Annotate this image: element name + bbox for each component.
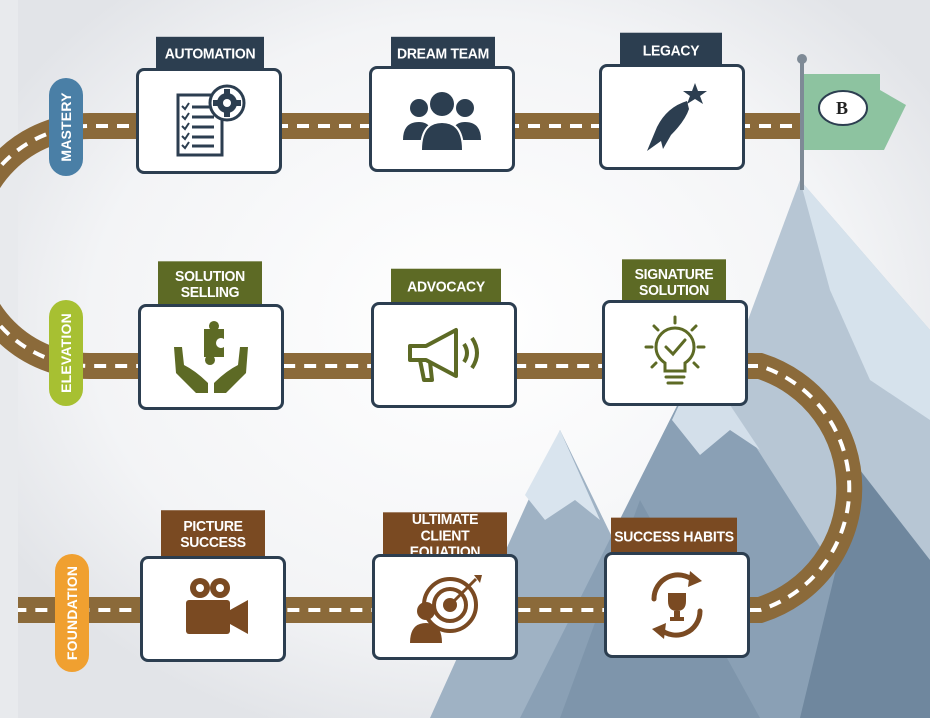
step-tab-solution-selling: SOLUTION SELLING <box>158 261 262 307</box>
step-label: LEGACY <box>642 40 700 59</box>
step-tab-signature-solution: SIGNATURE SOLUTION <box>622 259 726 305</box>
step-tab-dream-team: DREAM TEAM <box>391 36 495 70</box>
level-label: FOUNDATION <box>64 565 80 661</box>
step-tab-advocacy: ADVOCACY <box>391 268 501 304</box>
step-tab-picture-success: PICTURE SUCCESS <box>161 510 265 558</box>
step-tab-ultimate-client-equation: ULTIMATE CLIENT EQUATION <box>383 509 507 560</box>
checklist-gear-icon <box>164 81 254 161</box>
level-label: ELEVATION <box>58 313 74 393</box>
lightbulb-icon <box>630 313 720 393</box>
flag-letter: B <box>835 98 848 118</box>
step-card-dream-team <box>369 66 515 172</box>
step-label: AUTOMATION <box>164 43 256 62</box>
step-card-advocacy <box>371 302 517 408</box>
video-camera-icon <box>168 574 258 644</box>
step-label: SOLUTION SELLING <box>175 266 245 301</box>
team-icon <box>397 84 487 154</box>
step-card-automation <box>136 68 282 174</box>
level-label: MASTERY <box>58 92 74 162</box>
level-pill-mastery: MASTERY <box>49 78 83 176</box>
step-card-legacy <box>599 64 745 170</box>
step-label: SIGNATURE SOLUTION <box>634 264 714 299</box>
step-label: PICTURE SUCCESS <box>180 516 246 551</box>
summit-flag <box>797 54 906 190</box>
step-card-success-habits <box>604 552 750 658</box>
step-label: ULTIMATE CLIENT EQUATION <box>409 509 481 560</box>
trophy-cycle-icon <box>632 565 722 645</box>
step-card-ultimate-client-equation <box>372 554 518 660</box>
shooting-star-icon <box>627 77 717 157</box>
hands-puzzle-icon <box>166 317 256 397</box>
step-tab-automation: AUTOMATION <box>156 36 264 70</box>
step-card-signature-solution <box>602 300 748 406</box>
level-pill-foundation: FOUNDATION <box>55 554 89 672</box>
step-card-picture-success <box>140 556 286 662</box>
megaphone-icon <box>396 320 492 390</box>
step-label: SUCCESS HABITS <box>614 526 734 545</box>
step-tab-legacy: LEGACY <box>620 32 722 68</box>
step-card-solution-selling <box>138 304 284 410</box>
step-label: DREAM TEAM <box>397 43 489 62</box>
step-tab-success-habits: SUCCESS HABITS <box>611 517 737 555</box>
step-label: ADVOCACY <box>407 276 485 295</box>
level-pill-elevation: ELEVATION <box>49 300 83 406</box>
target-person-icon <box>400 567 490 647</box>
